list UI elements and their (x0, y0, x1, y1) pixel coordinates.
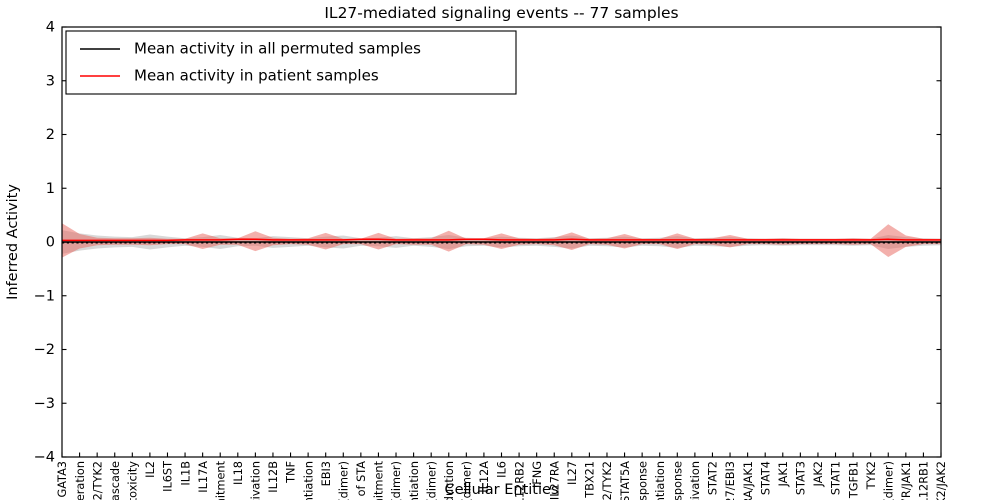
x-tick-label: STAT5A (dimer) (390, 461, 403, 500)
x-tick-label: T cell differentiation (302, 461, 315, 500)
x-tick-label: EBI3 (320, 461, 333, 486)
x-tick-label: IL12RB2 (513, 461, 526, 500)
y-tick-label: −4 (34, 450, 55, 466)
x-tick-label: T-helper 2 cell differentiation (654, 461, 667, 500)
legend-label: Mean activity in all permuted samples (134, 40, 421, 58)
x-tick-label: STAT5A (619, 461, 632, 500)
x-tick-label: IL12A (478, 461, 491, 493)
x-tick-label: MAPKKK cascade (109, 461, 122, 500)
x-tick-label: STAT2 (707, 461, 720, 495)
y-tick-label: 2 (46, 127, 55, 143)
x-tick-label: IL27 (566, 461, 579, 485)
x-tick-label: IL27/IL27R/JAK1 (900, 461, 913, 500)
x-tick-label: STAT3 (dimer) (425, 461, 438, 500)
x-tick-label: IFNG (531, 461, 544, 488)
y-tick-label: 1 (46, 181, 55, 197)
legend-box (65, 30, 517, 95)
y-tick-label: 4 (46, 20, 55, 36)
x-tick-label: STAT2 (dimer) (337, 461, 350, 500)
x-tick-label: GATA3 (56, 461, 69, 498)
x-tick-label: STAT4 (dimer) (461, 461, 474, 500)
x-tick-label: IL6 (496, 461, 509, 478)
x-tick-label: positive regulation of T cell mediated c… (127, 461, 140, 500)
x-tick-label: IL18 (232, 461, 245, 485)
x-tick-label: T cell activation (250, 461, 263, 500)
x-tick-label: T-helper cell lineage commitment (214, 460, 227, 500)
x-tick-label: T cell proliferation during immune respo… (636, 461, 649, 500)
x-axis-label: Cellular Entities (444, 482, 558, 498)
x-tick-label: IL27R/JAK2/TYK2 (601, 461, 614, 500)
x-axis: GATA3 T cell proliferation IL27/IL27R/JAK2… (56, 452, 948, 500)
x-tick-label: JAK1 (777, 461, 790, 487)
x-tick-label: TNF (285, 461, 298, 484)
y-axis-label: Inferred Activity (5, 184, 21, 300)
x-tick-label: cytokine production during immune respon… (672, 461, 685, 500)
y-tick-label: 0 (46, 235, 55, 251)
x-tick-label: JAK2 (812, 461, 825, 487)
x-tick-label: T cell proliferation (74, 461, 87, 500)
x-tick-label: CD4-positive alpha-beta T cell lineage c… (373, 460, 386, 500)
y-tick-label: −1 (34, 288, 55, 304)
x-tick-label: IL12RB1 (918, 461, 931, 500)
y-tick-label: −3 (34, 396, 55, 412)
y-tick-label: 3 (46, 73, 55, 89)
x-tick-label: positive regulation of tyrosine phosphor… (355, 461, 368, 500)
x-tick-label: mast cell activation (689, 461, 702, 500)
x-tick-label: IL27/IL27R/JAK2/TYK2 (91, 461, 104, 500)
patient-mean-line (62, 238, 941, 242)
x-tick-label: positive regulation of mast cell cytokin… (443, 461, 456, 500)
x-tick-label: STAT1 (dimer) (882, 461, 895, 500)
x-tick-label: IL27RA/JAK1 (742, 461, 755, 500)
y-axis: −4 −3 −2 −1 0 1 2 3 4 (34, 20, 941, 466)
y-tick-label: −2 (34, 342, 55, 358)
x-tick-label: IL2 (144, 461, 157, 478)
x-tick-label: TGFB1 (847, 461, 860, 499)
x-tick-label: STAT4 (759, 461, 772, 495)
x-tick-label: IL1B (179, 461, 192, 486)
x-tick-label: IL12/IL12R/TYK2/JAK2 (935, 461, 948, 500)
x-tick-label: TYK2 (865, 461, 878, 490)
x-tick-label: IL6ST (162, 461, 175, 492)
legend-label: Mean activity in patient samples (134, 67, 379, 85)
x-tick-label: IL27/EBI3 (724, 461, 737, 500)
x-tick-label: STAT3 (795, 461, 808, 495)
x-tick-label: TBX21 (584, 461, 597, 499)
chart-title: IL27-mediated signaling events -- 77 sam… (324, 4, 678, 22)
x-tick-label: IL27RA (548, 461, 561, 500)
x-tick-label: monocyte differentiation (408, 461, 421, 500)
x-tick-label: IL17A (197, 461, 210, 493)
x-tick-label: STAT1 (830, 461, 843, 495)
x-tick-label: IL12B (267, 461, 280, 493)
legend: Mean activity in all permuted samplesMea… (65, 30, 517, 95)
